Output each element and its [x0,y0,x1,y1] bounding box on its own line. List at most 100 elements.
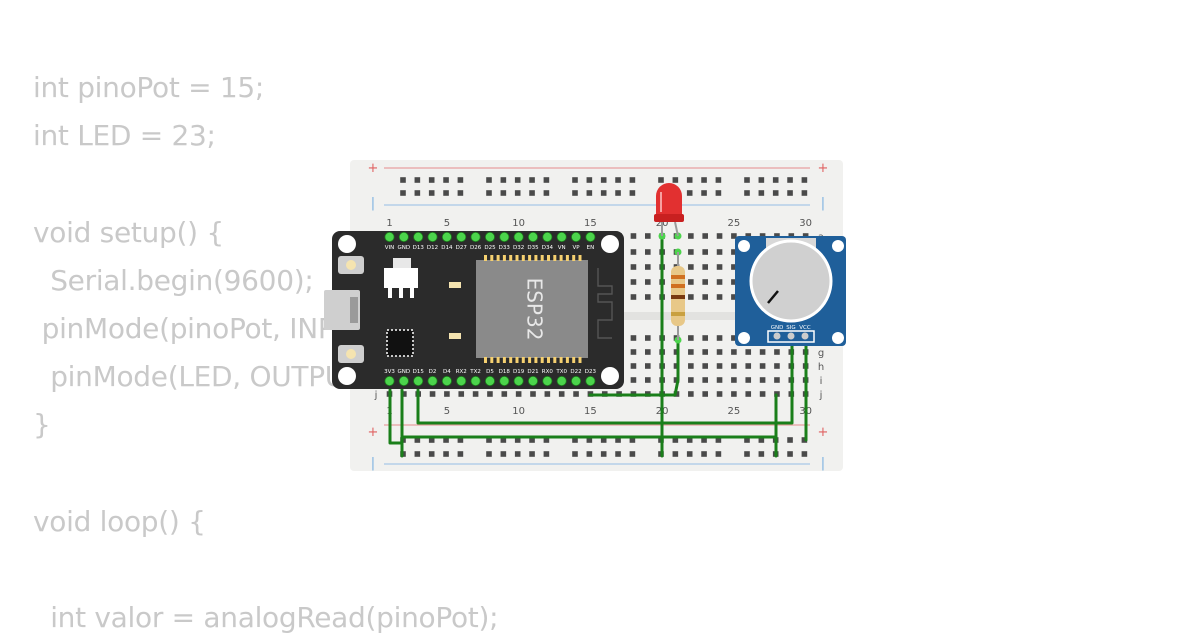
esp32-pin[interactable] [528,231,539,242]
rail-hole[interactable] [686,437,693,443]
breadboard-hole[interactable] [630,249,637,255]
rail-hole[interactable] [457,177,464,183]
breadboard-hole[interactable] [630,279,637,285]
esp32-pin[interactable] [556,375,567,386]
esp32-pin[interactable] [413,231,424,242]
rail-hole[interactable] [486,437,492,443]
breadboard-hole[interactable] [716,377,723,383]
rail-hole[interactable] [787,190,793,196]
rail-hole[interactable] [529,177,535,183]
esp32-pin[interactable] [499,231,510,242]
rail-hole[interactable] [600,451,607,457]
breadboard-hole[interactable] [645,264,651,270]
rail-hole[interactable] [758,451,765,457]
rail-hole[interactable] [443,177,449,183]
breadboard-hole[interactable] [530,391,536,397]
breadboard-hole[interactable] [774,363,780,369]
esp32-pin[interactable] [585,375,596,386]
breadboard-hole[interactable] [515,391,522,397]
esp32-pin[interactable] [484,231,495,242]
esp32-pin[interactable] [384,375,395,386]
rail-hole[interactable] [658,177,664,183]
breadboard-hole[interactable] [716,349,723,355]
rail-hole[interactable] [500,190,507,196]
breadboard-hole[interactable] [573,391,579,397]
rail-hole[interactable] [486,451,492,457]
rail-hole[interactable] [543,451,550,457]
breadboard-hole[interactable] [716,391,723,397]
rail-hole[interactable] [715,437,722,443]
rail-hole[interactable] [615,437,621,443]
breadboard-hole[interactable] [444,391,450,397]
breadboard-hole[interactable] [645,249,651,255]
breadboard-hole[interactable] [716,335,723,341]
rail-hole[interactable] [672,451,679,457]
breadboard-hole[interactable] [630,377,637,383]
rail-hole[interactable] [586,177,593,183]
esp32-pin[interactable] [384,231,395,242]
breadboard-hole[interactable] [645,349,651,355]
breadboard-hole[interactable] [645,335,651,341]
rail-hole[interactable] [543,437,550,443]
rail-hole[interactable] [801,451,808,457]
rail-hole[interactable] [672,177,679,183]
rail-hole[interactable] [701,451,707,457]
breadboard-hole[interactable] [731,377,737,383]
rail-hole[interactable] [586,190,593,196]
breadboard-hole[interactable] [759,363,766,369]
breadboard-hole[interactable] [731,391,737,397]
rail-hole[interactable] [629,190,636,196]
esp32-pin[interactable] [470,375,481,386]
breadboard-hole[interactable] [731,233,737,239]
rail-hole[interactable] [600,177,607,183]
breadboard-hole[interactable] [774,349,780,355]
breadboard-hole[interactable] [688,233,694,239]
esp32-pin[interactable] [513,231,524,242]
esp32-pin[interactable] [556,231,567,242]
rail-hole[interactable] [715,177,722,183]
breadboard-hole[interactable] [731,264,737,270]
breadboard-hole[interactable] [702,264,708,270]
rail-hole[interactable] [500,177,507,183]
rail-hole[interactable] [615,190,621,196]
rail-hole[interactable] [457,190,464,196]
breadboard-hole[interactable] [702,294,708,300]
breadboard-hole[interactable] [702,377,708,383]
rail-hole[interactable] [758,437,765,443]
rail-hole[interactable] [457,437,464,443]
esp32-pin[interactable] [398,231,409,242]
esp32-pin[interactable] [571,375,582,386]
rail-hole[interactable] [543,190,550,196]
rail-hole[interactable] [500,451,507,457]
rail-hole[interactable] [686,451,693,457]
breadboard-hole[interactable] [630,264,637,270]
rail-hole[interactable] [686,177,693,183]
rail-hole[interactable] [486,177,492,183]
breadboard-hole[interactable] [716,233,723,239]
breadboard-hole[interactable] [645,363,651,369]
breadboard-hole[interactable] [645,377,651,383]
breadboard-hole[interactable] [716,363,723,369]
rail-hole[interactable] [486,190,492,196]
breadboard-hole[interactable] [702,279,708,285]
rail-hole[interactable] [701,177,707,183]
rail-hole[interactable] [744,437,750,443]
esp32-pin[interactable] [413,375,424,386]
rail-hole[interactable] [615,177,621,183]
breadboard-hole[interactable] [688,377,694,383]
breadboard-hole[interactable] [731,349,737,355]
breadboard-hole[interactable] [745,377,752,383]
rail-hole[interactable] [758,190,765,196]
breadboard-hole[interactable] [688,391,694,397]
esp32-pin[interactable] [571,231,582,242]
rail-hole[interactable] [572,437,578,443]
esp32-pin[interactable] [470,231,481,242]
rail-hole[interactable] [400,190,406,196]
rail-hole[interactable] [615,451,621,457]
breadboard-hole[interactable] [501,391,508,397]
rail-hole[interactable] [443,451,449,457]
rail-hole[interactable] [414,437,421,443]
rail-hole[interactable] [514,177,521,183]
breadboard-hole[interactable] [774,377,780,383]
rail-hole[interactable] [787,177,793,183]
